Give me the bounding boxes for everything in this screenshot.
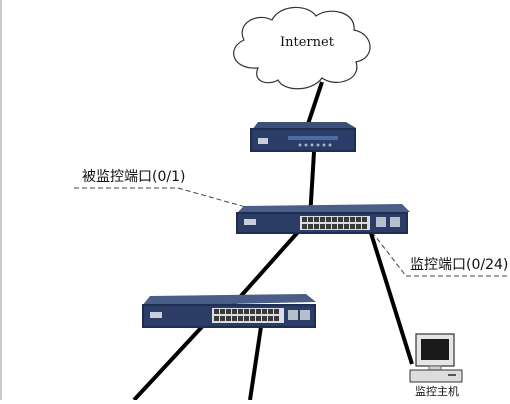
monitor-port-label: 监控端口(0/24) (410, 257, 509, 273)
lower-switch-icon (142, 294, 316, 328)
cable-lower-left (132, 314, 214, 402)
mirrored-port-label: 被监控端口(0/1) (82, 169, 186, 185)
leader-mirrored-port-diagonal (177, 187, 307, 225)
annotation-leaders (74, 187, 510, 277)
leader-monitor-port-diagonal (371, 231, 407, 277)
monitor-host-computer-icon (409, 333, 463, 383)
internet-cloud-icon (233, 6, 371, 90)
internet-label: Internet (280, 35, 334, 50)
cable-switch-monitor (368, 229, 414, 365)
monitor-host-label: 监控主机 (415, 385, 459, 398)
cable-lower-middle (248, 319, 264, 401)
upper-switch-icon (236, 204, 410, 234)
router-icon (250, 122, 356, 152)
cable-switch-switch (230, 230, 300, 308)
